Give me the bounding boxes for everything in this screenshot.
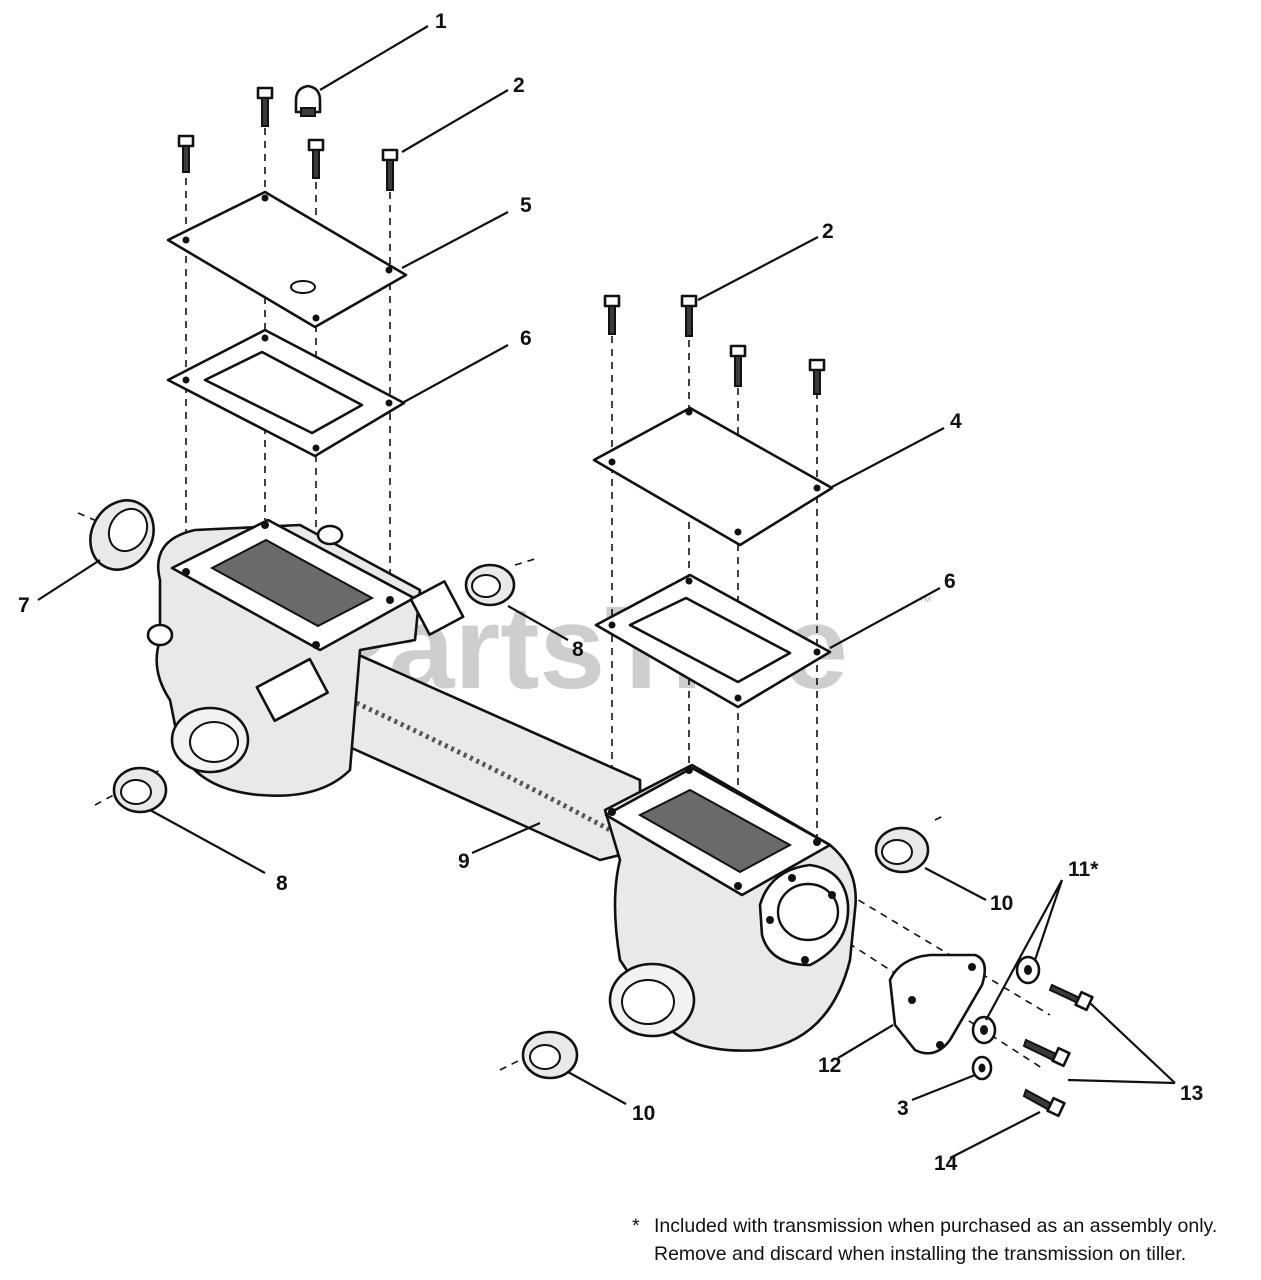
callout-7: 7 <box>18 594 30 617</box>
footnote-line-2: Remove and discard when installing the t… <box>654 1243 1187 1265</box>
callout-3: 3 <box>897 1097 909 1120</box>
footnote-line-1: * Included with transmission when purchas… <box>632 1212 1252 1240</box>
callout-13: 13 <box>1180 1082 1203 1105</box>
callout-8-lower: 8 <box>276 872 288 895</box>
callout-5: 5 <box>520 194 532 217</box>
screws <box>1022 983 1094 1118</box>
callout-6-right: 6 <box>944 570 956 593</box>
callout-10-right: 10 <box>990 892 1013 915</box>
fill-plug <box>294 84 322 117</box>
callout-11: 11* <box>1068 858 1099 881</box>
callout-8-upper: 8 <box>572 638 584 661</box>
bolts-left-cover <box>177 86 399 191</box>
washers <box>971 955 1041 1081</box>
callout-9: 9 <box>458 850 470 873</box>
callout-4: 4 <box>950 410 962 433</box>
side-cover-plate <box>888 953 987 1055</box>
cover-plate-left <box>166 190 408 329</box>
callout-1: 1 <box>435 10 447 33</box>
leader-lines <box>37 25 1176 1159</box>
callout-10-lower: 10 <box>632 1102 655 1125</box>
bearing-8-upper <box>464 563 516 607</box>
bearing-10-right <box>874 826 930 874</box>
bearing-10-lower <box>521 1030 579 1080</box>
footnote: * Included with transmission when purchas… <box>632 1212 1252 1268</box>
callout-14: 14 <box>934 1152 958 1175</box>
transmission-housing <box>146 518 857 1052</box>
callout-2-top: 2 <box>513 74 525 97</box>
bearing-8-lower <box>112 766 168 814</box>
callout-12: 12 <box>818 1054 841 1077</box>
gasket-right <box>594 573 832 709</box>
callout-6-left: 6 <box>520 327 532 350</box>
bolts-right-cover <box>603 294 826 395</box>
cover-plate-right <box>592 406 834 547</box>
gasket-left <box>166 328 406 458</box>
footnote-marker: * <box>632 1215 640 1237</box>
bearing-7 <box>89 499 155 571</box>
callout-2-right: 2 <box>822 220 834 243</box>
callouts: 1 2 5 6 2 4 6 7 8 8 9 10 10 11* 12 13 3 … <box>18 10 1203 1175</box>
footnote-text-1: Included with transmission when purchase… <box>654 1215 1218 1237</box>
